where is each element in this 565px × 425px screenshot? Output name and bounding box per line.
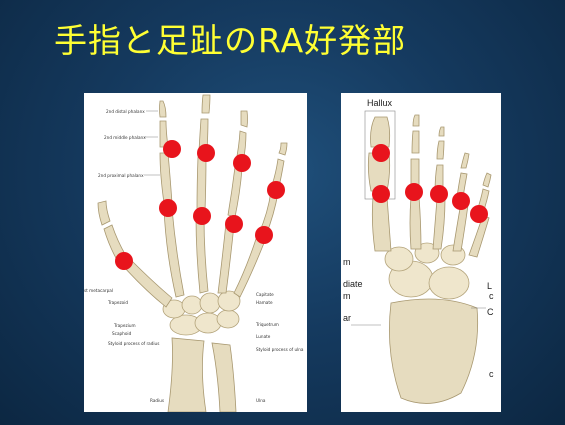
joint-marker <box>405 183 423 201</box>
joint-marker <box>163 140 181 158</box>
foot-skeleton-illustration: Hallux m diate m ar L c C c <box>341 93 501 412</box>
label-diate: diate <box>343 279 363 289</box>
joint-marker <box>372 185 390 203</box>
joint-marker <box>225 215 243 233</box>
label-ulna: Ulna <box>256 398 266 403</box>
label-radius: Radius <box>150 398 164 403</box>
joint-marker <box>430 185 448 203</box>
label-c2: c <box>489 369 494 379</box>
label-c: c <box>489 291 494 301</box>
slide-title: 手指と足趾のRA好発部 <box>54 14 406 62</box>
label-m2: m <box>343 291 351 301</box>
joint-marker <box>233 154 251 172</box>
label-styloid-radius: Styloid process of radius <box>108 341 159 346</box>
label-capitate: Capitate <box>256 292 274 297</box>
label-trapezoid: Trapezoid <box>107 300 128 305</box>
joint-marker <box>159 199 177 217</box>
hand-skeleton-illustration: 2nd distal phalanx 2nd middle phalanx 2n… <box>84 93 307 412</box>
label-hamate: Hamate <box>256 300 273 305</box>
joint-marker <box>255 226 273 244</box>
joint-marker <box>193 207 211 225</box>
label-triquetrum: Triquetrum <box>255 322 279 327</box>
joint-marker <box>115 252 133 270</box>
label-C: C <box>487 307 494 317</box>
joint-marker <box>267 181 285 199</box>
label-lunate: Lunate <box>256 334 271 339</box>
label-ar: ar <box>343 313 351 323</box>
label-hallux: Hallux <box>367 98 393 108</box>
label-L: L <box>487 281 492 291</box>
label-metacarpal: st metacarpal <box>84 288 113 293</box>
label-styloid-ulna: Styloid process of ulna <box>256 347 304 352</box>
label-scaphoid: Scaphoid <box>112 331 132 336</box>
label-m1: m <box>343 257 351 267</box>
label-proximal-phalanx: 2nd proximal phalanx <box>98 173 144 178</box>
joint-marker <box>452 192 470 210</box>
joint-marker <box>372 144 390 162</box>
label-distal-phalanx: 2nd distal phalanx <box>106 109 145 114</box>
label-middle-phalanx: 2nd middle phalanx <box>104 135 146 140</box>
joint-marker <box>470 205 488 223</box>
label-trapezium: Trapezium <box>113 323 136 328</box>
joint-marker <box>197 144 215 162</box>
